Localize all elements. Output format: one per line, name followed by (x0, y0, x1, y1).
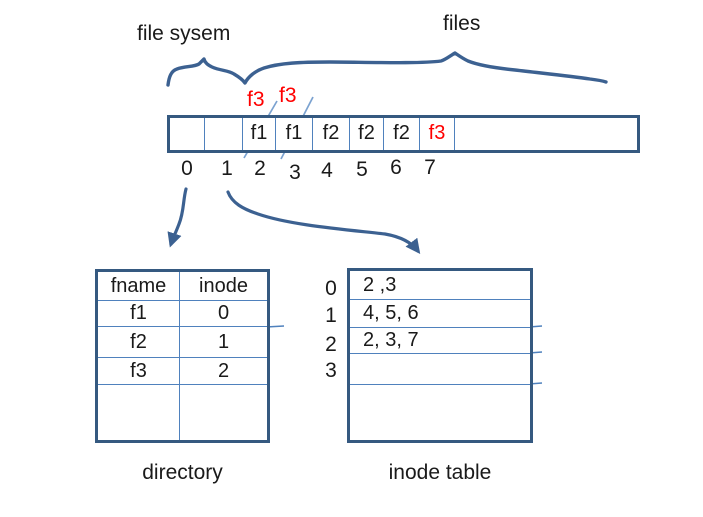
directory-caption: directory (142, 461, 223, 484)
arrow-to-directory (167, 187, 188, 248)
block-cell-6: f2 (384, 118, 420, 150)
inode-row-empty (350, 385, 530, 440)
block-cell-0 (170, 118, 205, 150)
deleted-f3-mark-2: f3 (279, 84, 297, 107)
directory-header-row: fname inode (98, 272, 267, 301)
directory-header-fname: fname (98, 272, 180, 300)
block-cell-5: f2 (350, 118, 384, 150)
block-index-0: 0 (181, 157, 193, 180)
inode-index-0: 0 (325, 277, 337, 300)
inode-table-caption: inode table (388, 461, 492, 484)
block-cell-4: f2 (313, 118, 350, 150)
dir-inode-2: 2 (217, 360, 230, 382)
deleted-f3-mark-1: f3 (247, 88, 265, 111)
dir-inode-1: 1 (217, 331, 230, 353)
disk-block-array: f1 f1 f2 f2 f2 f3 (167, 115, 640, 153)
block-index-5: 5 (356, 158, 368, 181)
inode-row-1: 4, 5, 6 (350, 300, 530, 328)
directory-row-f3: f3 2 (98, 358, 267, 385)
brace-stroke (166, 51, 608, 87)
block-cell-unused (455, 118, 637, 150)
block-cell-1 (205, 118, 243, 150)
dir-inode-empty (180, 385, 267, 440)
directory-row-f2: f2 1 (98, 327, 267, 358)
directory-header-inode: inode (199, 275, 248, 297)
block-index-6: 6 (390, 156, 402, 179)
inode-index-3: 3 (325, 359, 337, 382)
file-system-label: file sysem (137, 22, 231, 45)
block-index-7: 7 (424, 156, 436, 179)
dir-fname-f1: f1 (98, 301, 180, 326)
block-cell-3: f1 (276, 118, 313, 150)
directory-row-empty (98, 385, 267, 440)
inode-index-1: 1 (325, 304, 337, 327)
block-index-3: 3 (289, 161, 301, 184)
block-cell-7: f3 (420, 118, 455, 150)
arrow-to-inode-table (226, 190, 421, 254)
directory-row-f1: f1 0 (98, 301, 267, 327)
dir-fname-f2: f2 (98, 327, 180, 357)
inode-row-3 (350, 354, 530, 385)
directory-table: fname inode f1 0 f2 1 f3 2 (95, 269, 270, 443)
inode-table: 2 ,3 4, 5, 6 2, 3, 7 (347, 268, 533, 443)
block-index-2: 2 (254, 157, 266, 180)
inode-row-2: 2, 3, 7 (350, 328, 530, 354)
inode-index-2: 2 (325, 333, 337, 356)
block-index-1: 1 (221, 157, 233, 180)
block-index-4: 4 (321, 159, 333, 182)
dir-fname-empty (98, 385, 180, 440)
dir-inode-0: 0 (217, 302, 230, 324)
dir-fname-f3: f3 (98, 358, 180, 384)
inode-row-0: 2 ,3 (350, 271, 530, 300)
block-cell-2: f1 (243, 118, 276, 150)
files-label: files (443, 12, 481, 35)
